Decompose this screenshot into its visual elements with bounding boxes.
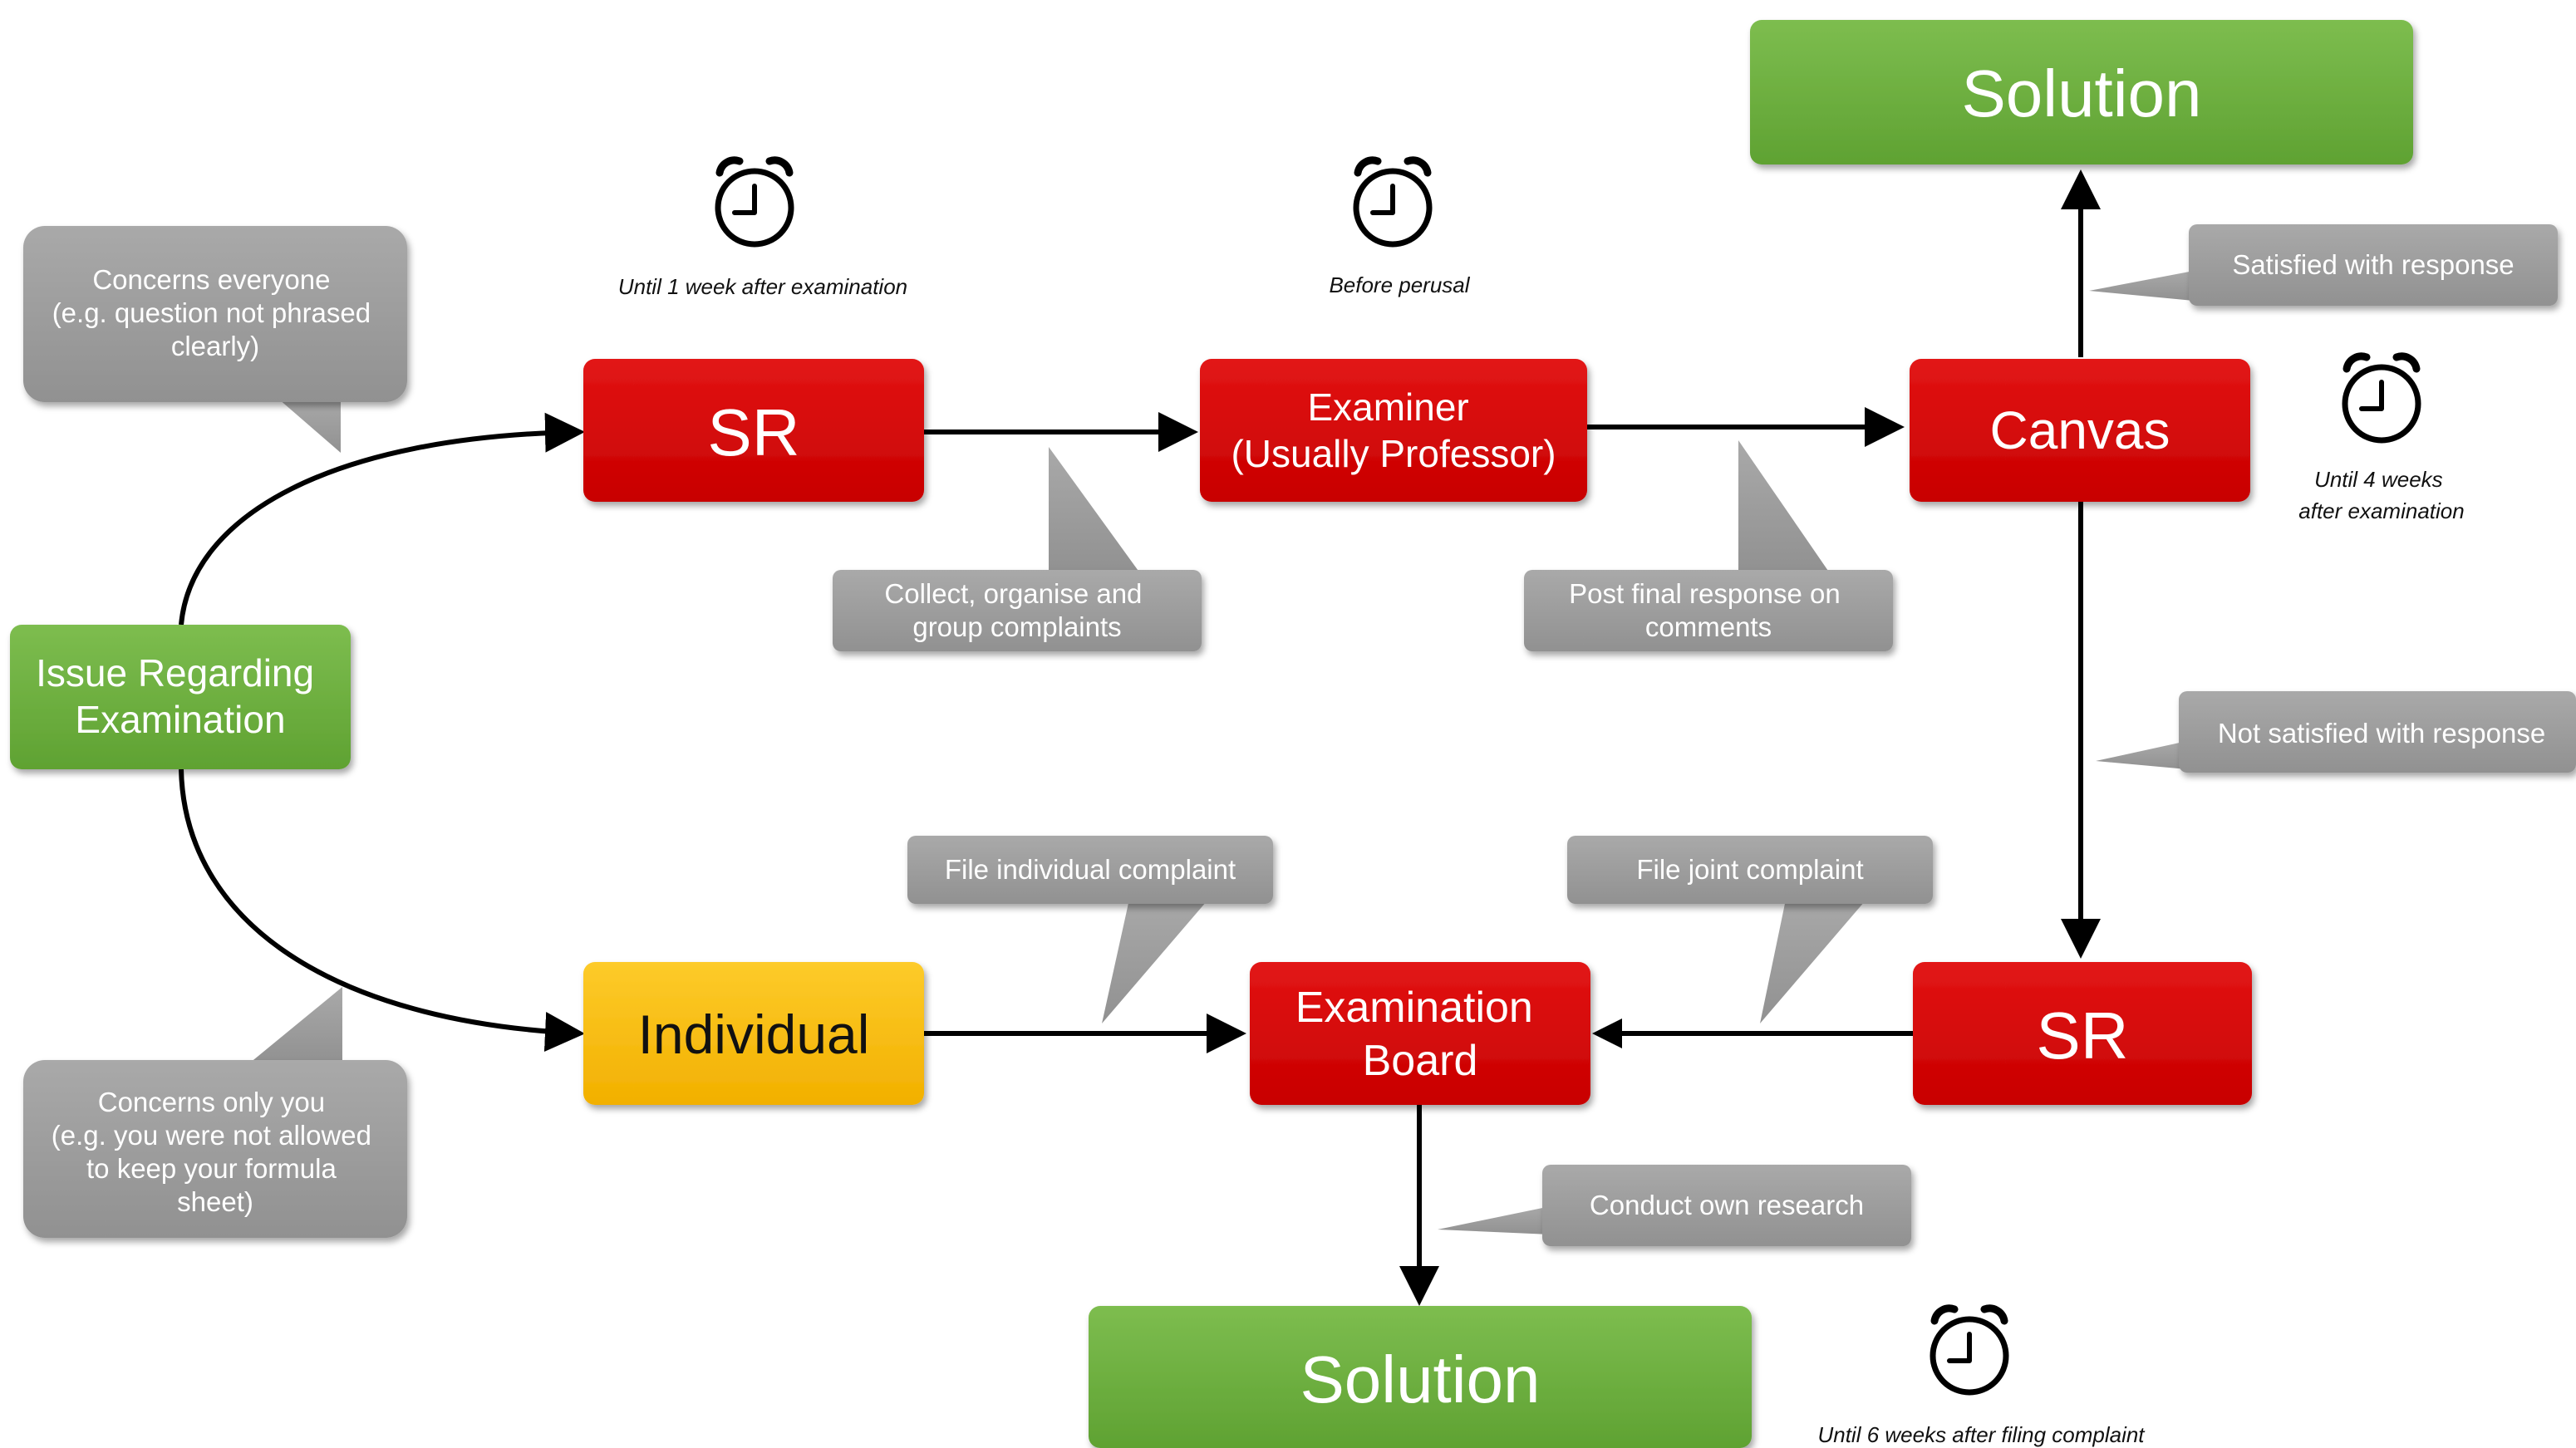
callout-file-individual: File individual complaint: [907, 836, 1273, 1023]
timer-label: Until 4 weeks after examination: [2298, 467, 2464, 523]
callout-text: File joint complaint: [1636, 854, 1863, 885]
node-canvas: Canvas: [1910, 359, 2250, 502]
node-solution-top: Solution: [1750, 20, 2413, 164]
node-sr-top: SR: [583, 359, 924, 502]
node-label: Solution: [1961, 56, 2201, 130]
timer-label: Until 6 weeks after filing complaint: [1817, 1422, 2146, 1447]
node-label: SR: [707, 395, 799, 469]
callout-text: Concerns everyone (e.g. question not phr…: [52, 264, 379, 361]
callout-concerns-everyone: Concerns everyone (e.g. question not phr…: [23, 226, 407, 453]
node-individual: Individual: [583, 962, 924, 1105]
timer-label: Before perusal: [1329, 272, 1470, 297]
alarm-clock-icon: [1353, 156, 1433, 248]
callout-text: Not satisfied with response: [2218, 718, 2545, 749]
node-label: Examiner (Usually Professor): [1231, 385, 1556, 475]
alarm-clock-icon: [2342, 352, 2421, 444]
timer-label: Until 1 week after examination: [618, 274, 907, 299]
node-examiner: Examiner (Usually Professor): [1200, 359, 1587, 502]
callout-text: Concerns only you (e.g. you were not all…: [52, 1087, 379, 1217]
callout-conduct-research: Conduct own research: [1438, 1165, 1911, 1246]
callout-text: Satisfied with response: [2232, 249, 2514, 280]
node-label: Examination Board: [1295, 984, 1546, 1085]
callout-satisfied: Satisfied with response: [2089, 224, 2558, 306]
edge-issue-to-sr: [179, 412, 585, 626]
callout-text: Collect, organise and group complaints: [884, 578, 1149, 642]
callout-file-joint: File joint complaint: [1567, 836, 1933, 1023]
alarm-clock-icon: [1930, 1304, 2009, 1396]
node-issue-regarding-examination: Issue Regarding Examination: [10, 625, 351, 769]
callout-text: File individual complaint: [945, 854, 1236, 885]
node-label: Individual: [638, 1004, 870, 1065]
callout-concerns-only-you: Concerns only you (e.g. you were not all…: [23, 987, 407, 1238]
node-solution-bottom: Solution: [1089, 1306, 1752, 1448]
alarm-clock-icon: [715, 156, 794, 248]
node-label: Solution: [1300, 1342, 1540, 1416]
node-label: Issue Regarding Examination: [36, 651, 325, 741]
callout-text: Conduct own research: [1590, 1190, 1864, 1220]
callout-collect: Collect, organise and group complaints: [833, 447, 1202, 651]
node-label: Canvas: [1990, 400, 2170, 460]
callout-post-final: Post final response on comments: [1524, 440, 1893, 651]
node-examination-board: Examination Board: [1250, 962, 1590, 1105]
callout-not-satisfied: Not satisfied with response: [2096, 691, 2576, 773]
callout-text: Post final response on comments: [1569, 578, 1848, 642]
node-sr-bottom: SR: [1913, 962, 2252, 1105]
node-label: SR: [2036, 999, 2128, 1073]
edge-issue-to-individual: [179, 768, 585, 1052]
